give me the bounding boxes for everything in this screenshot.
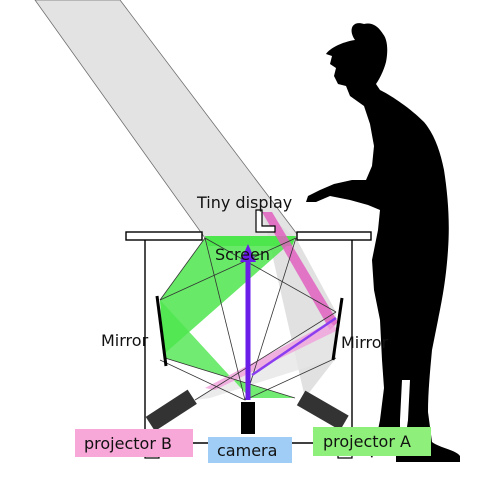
table-top-left: [125, 231, 203, 241]
screen-label: Screen: [215, 245, 270, 264]
projector-b-tag: [75, 429, 193, 457]
tiny-display-bracket: [255, 209, 276, 233]
camera-label: camera: [217, 441, 277, 460]
right-mirror: [331, 297, 344, 361]
green-light-path-lower: [160, 300, 295, 398]
projector-a-device: [296, 390, 349, 431]
green-screen-band: [205, 236, 296, 246]
projector-b-device: [145, 389, 197, 432]
projector-b-label: projector B: [84, 434, 172, 453]
person-silhouette: [306, 23, 460, 462]
camera-tag: [208, 437, 292, 463]
purple-reflect-ray: [251, 316, 337, 377]
right-mirror-label: Mirror: [341, 333, 389, 352]
pink-light-path-upper: [262, 212, 338, 330]
projector-a-tag: [313, 427, 431, 456]
left-mirror-label: Mirror: [101, 331, 149, 350]
camera-device: [241, 402, 255, 434]
tiny-display-label: Tiny display: [196, 193, 292, 212]
left-mirror: [155, 295, 168, 367]
table-top-right: [296, 231, 372, 241]
green-light-path-upper: [160, 238, 296, 355]
camera-ray-arrowhead: [240, 244, 256, 262]
projector-a-label: projector A: [323, 432, 411, 451]
